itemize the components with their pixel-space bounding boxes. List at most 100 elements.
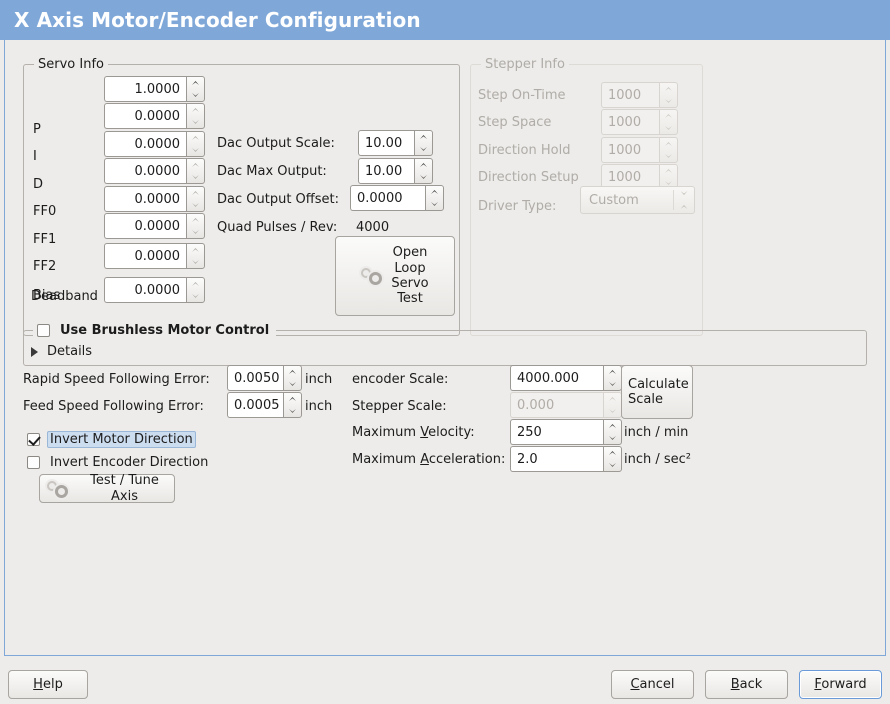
spin-dac-max-output-buttons[interactable] [414, 158, 433, 184]
spin-dac-output-offset[interactable]: 0.0000 [350, 185, 444, 211]
calculate-scale-button[interactable]: Calculate Scale [621, 365, 693, 419]
spin-p-down[interactable] [187, 89, 204, 101]
spin-maximum-velocity[interactable]: 250 [510, 419, 622, 445]
spin-dac-output-offset-value[interactable]: 0.0000 [350, 185, 425, 211]
spin-feed-up[interactable] [284, 393, 301, 405]
spin-d-buttons[interactable] [186, 131, 205, 157]
spin-dac-max-output-value[interactable]: 10.00 [358, 158, 414, 184]
open-loop-servo-test-button[interactable]: Open Loop Servo Test [335, 236, 455, 316]
spin-dac-output-scale-buttons[interactable] [414, 130, 433, 156]
spin-ff1-buttons[interactable] [186, 186, 205, 212]
checkbox-box[interactable] [27, 456, 40, 469]
spin-maximum-acceleration-buttons[interactable] [603, 446, 622, 472]
spin-max-velocity-down[interactable] [604, 432, 621, 444]
spin-ff2[interactable]: 0.0000 [104, 213, 205, 239]
spin-encoder-scale-value[interactable]: 4000.000 [510, 365, 603, 391]
spin-feed-following-error-buttons[interactable] [283, 392, 302, 418]
spin-ff2-down[interactable] [187, 226, 204, 238]
spin-dac-max-output-down[interactable] [415, 171, 432, 183]
spin-deadband-up[interactable] [187, 278, 204, 290]
spin-ff0[interactable]: 0.0000 [104, 158, 205, 184]
spin-bias-down[interactable] [187, 256, 204, 268]
spin-i-buttons[interactable] [186, 103, 205, 129]
spin-max-velocity-up[interactable] [604, 420, 621, 432]
triangle-right-icon[interactable] [31, 346, 38, 357]
spin-p-up[interactable] [187, 77, 204, 89]
spin-bias[interactable]: 0.0000 [104, 243, 205, 269]
spin-encoder-scale-up[interactable] [604, 366, 621, 378]
spin-ff2-up[interactable] [187, 214, 204, 226]
spin-maximum-acceleration[interactable]: 2.0 [510, 446, 622, 472]
invert-encoder-direction-checkbox[interactable]: Invert Encoder Direction [27, 454, 211, 471]
spin-ff2-value[interactable]: 0.0000 [104, 213, 186, 239]
spin-deadband-down[interactable] [187, 290, 204, 302]
spin-rapid-following-error-value[interactable]: 0.0050 [227, 365, 283, 391]
spin-rapid-down[interactable] [284, 378, 301, 390]
spin-dac-output-offset-buttons[interactable] [425, 185, 444, 211]
spin-rapid-following-error-buttons[interactable] [283, 365, 302, 391]
invert-motor-direction-checkbox[interactable]: Invert Motor Direction [27, 431, 196, 448]
checkbox-box[interactable] [37, 324, 50, 337]
spin-i-value[interactable]: 0.0000 [104, 103, 186, 129]
spin-dac-max-output-up[interactable] [415, 159, 432, 171]
checkbox-box-checked[interactable] [27, 433, 40, 446]
spin-ff0-up[interactable] [187, 159, 204, 171]
spin-ff1-down[interactable] [187, 199, 204, 211]
spin-i-up[interactable] [187, 104, 204, 116]
spin-maximum-velocity-value[interactable]: 250 [510, 419, 603, 445]
spin-deadband-value[interactable]: 0.0000 [104, 277, 186, 303]
spin-ff0-value[interactable]: 0.0000 [104, 158, 186, 184]
spin-bias-buttons[interactable] [186, 243, 205, 269]
spin-dac-output-scale-down[interactable] [415, 143, 432, 155]
spin-d-up[interactable] [187, 132, 204, 144]
back-button[interactable]: Back [705, 670, 788, 699]
spin-dac-max-output[interactable]: 10.00 [358, 158, 433, 184]
spin-deadband-buttons[interactable] [186, 277, 205, 303]
spin-dac-output-offset-down[interactable] [426, 198, 443, 210]
cancel-label: Cancel [630, 676, 675, 692]
spin-feed-down[interactable] [284, 405, 301, 417]
spin-feed-following-error-value[interactable]: 0.0005 [227, 392, 283, 418]
spin-max-accel-down[interactable] [604, 459, 621, 471]
test-tune-axis-button[interactable]: Test / Tune Axis [39, 473, 175, 504]
spin-ff0-buttons[interactable] [186, 158, 205, 184]
label-ff0: FF0 [33, 204, 57, 219]
spin-ff1-up[interactable] [187, 187, 204, 199]
spin-ff1-value[interactable]: 0.0000 [104, 186, 186, 212]
spin-i-down[interactable] [187, 116, 204, 128]
spin-maximum-acceleration-value[interactable]: 2.0 [510, 446, 603, 472]
forward-button[interactable]: Forward [799, 670, 882, 699]
spin-encoder-scale-down[interactable] [604, 378, 621, 390]
spin-ff1[interactable]: 0.0000 [104, 186, 205, 212]
calculate-scale-label: Calculate Scale [628, 376, 689, 407]
spin-p[interactable]: 1.0000 [104, 76, 205, 102]
spin-deadband[interactable]: 0.0000 [104, 277, 205, 303]
spin-d-value[interactable]: 0.0000 [104, 131, 186, 157]
spin-maximum-velocity-buttons[interactable] [603, 419, 622, 445]
spin-ff2-buttons[interactable] [186, 213, 205, 239]
use-brushless-motor-control-checkbox[interactable]: Use Brushless Motor Control [33, 322, 277, 339]
spin-bias-value[interactable]: 0.0000 [104, 243, 186, 269]
spin-i[interactable]: 0.0000 [104, 103, 205, 129]
spin-dac-output-scale-value[interactable]: 10.00 [358, 130, 414, 156]
spin-direction-hold-buttons [659, 137, 678, 163]
spin-ff0-down[interactable] [187, 171, 204, 183]
spin-p-value[interactable]: 1.0000 [104, 76, 186, 102]
spin-d-down[interactable] [187, 144, 204, 156]
help-button[interactable]: Help [8, 670, 88, 699]
spin-max-accel-up[interactable] [604, 447, 621, 459]
spin-encoder-scale[interactable]: 4000.000 [510, 365, 622, 391]
details-expander[interactable]: Details [31, 344, 92, 359]
spin-feed-following-error[interactable]: 0.0005 [227, 392, 302, 418]
test-tune-axis-label: Test / Tune Axis [90, 473, 159, 504]
spin-d[interactable]: 0.0000 [104, 131, 205, 157]
spin-encoder-scale-buttons[interactable] [603, 365, 622, 391]
spin-bias-up[interactable] [187, 244, 204, 256]
spin-p-buttons[interactable] [186, 76, 205, 102]
spin-rapid-up[interactable] [284, 366, 301, 378]
spin-dac-output-scale-up[interactable] [415, 131, 432, 143]
spin-dac-output-offset-up[interactable] [426, 186, 443, 198]
spin-rapid-following-error[interactable]: 0.0050 [227, 365, 302, 391]
cancel-button[interactable]: Cancel [611, 670, 694, 699]
spin-dac-output-scale[interactable]: 10.00 [358, 130, 433, 156]
